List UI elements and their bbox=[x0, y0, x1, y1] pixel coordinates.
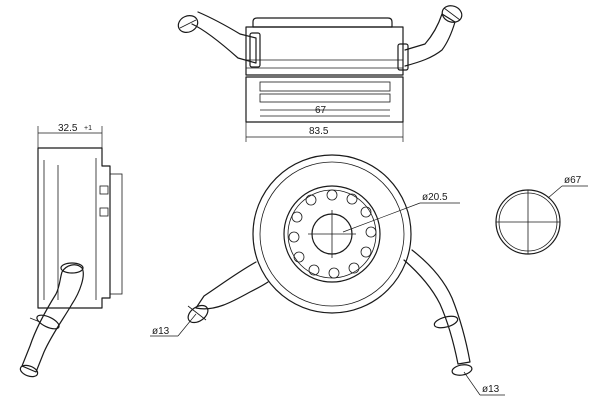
dimension-pipe-right: ø13 bbox=[482, 384, 500, 395]
side-view-body bbox=[37, 147, 111, 309]
dimension-inner-width: 67 bbox=[315, 105, 327, 116]
dimension-seal-diameter: ø67 bbox=[564, 175, 582, 186]
side-view-pipe bbox=[21, 264, 84, 373]
dimension-pipe-left: ø13 bbox=[152, 326, 170, 337]
dimension-height: 32.5 bbox=[58, 123, 78, 134]
top-view-base-plate bbox=[245, 76, 404, 123]
side-view: 32.5 +1 bbox=[19, 123, 123, 378]
top-view-body bbox=[252, 17, 393, 28]
top-view: 67 83.5 bbox=[177, 5, 463, 142]
front-view-left-pipe bbox=[195, 261, 269, 310]
top-view-left-pipe-end bbox=[177, 15, 199, 33]
front-view-right-pipe-end bbox=[451, 364, 473, 376]
front-view-left-pipe-end bbox=[187, 304, 209, 324]
top-view-right-pipe-end bbox=[441, 5, 463, 23]
dimension-total-width: 83.5 bbox=[309, 126, 329, 137]
dimension-height-tolerance: +1 bbox=[84, 125, 92, 132]
front-view-outer-ring bbox=[252, 154, 412, 314]
side-view-pipe-end bbox=[19, 364, 39, 378]
top-view-right-pipe bbox=[404, 13, 456, 67]
front-view-bolt-holes bbox=[288, 189, 377, 279]
front-view-right-pipe bbox=[403, 249, 471, 365]
top-view-left-pipe bbox=[191, 11, 257, 64]
dimension-center-bore: ø20.5 bbox=[422, 192, 448, 203]
front-view-inner-ring bbox=[283, 185, 381, 283]
seal-ring-view: ø67 bbox=[495, 175, 588, 255]
front-view: ø20.5 ø13 ø13 bbox=[150, 154, 505, 396]
top-view-cooler-block bbox=[245, 26, 404, 76]
